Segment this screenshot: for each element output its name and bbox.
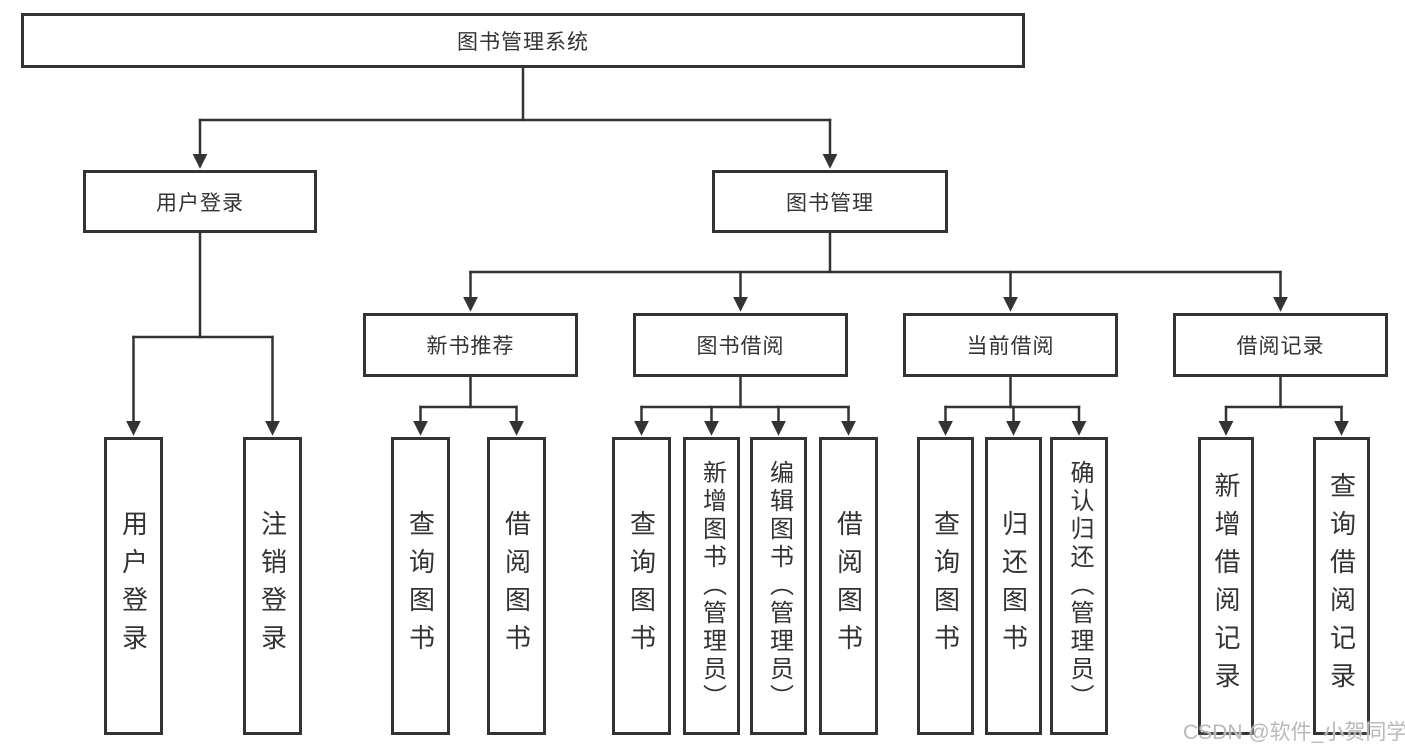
connector-current-borrowing-children: [938, 375, 1087, 436]
connector-root-to-level2: [192, 66, 838, 169]
leaf-borrowing-query-books-label: 查询图书: [626, 510, 657, 662]
leaf-current-return-books-label: 归还图书: [998, 510, 1029, 662]
leaf-records-add-borrow-record-label: 新增借阅记录: [1211, 472, 1241, 700]
leaf-newbook-query-books-label: 查询图书: [405, 510, 436, 662]
leaf-borrowing-borrow-books-label: 借阅图书: [833, 510, 864, 662]
node-book-borrowing: 图书借阅: [633, 313, 848, 377]
csdn-watermark: CSDN @软件_小贺同学: [1183, 721, 1405, 744]
connector-user-login-children: [126, 231, 280, 436]
leaf-borrowing-edit-books-admin-label: 编辑图书（管理员）: [765, 460, 793, 712]
leaf-current-confirm-return-admin-label: 确认归还（管理员）: [1066, 460, 1093, 712]
leaf-newbook-borrow-books-label: 借阅图书: [501, 510, 532, 662]
leaf-newbook-borrow-books: 借阅图书: [487, 437, 546, 735]
connector-records-children: [1218, 375, 1349, 436]
connector-borrowing-children: [634, 375, 856, 436]
leaf-records-add-borrow-record: 新增借阅记录: [1198, 437, 1254, 735]
node-new-book-recommendation: 新书推荐: [363, 313, 578, 377]
leaf-user-login-label: 用户登录: [118, 510, 149, 662]
node-borrow-records: 借阅记录: [1173, 313, 1388, 377]
leaf-borrowing-edit-books-admin: 编辑图书（管理员）: [750, 437, 807, 735]
leaf-records-query-borrow-record-label: 查询借阅记录: [1326, 472, 1357, 700]
leaf-current-return-books: 归还图书: [985, 437, 1042, 735]
leaf-borrowing-borrow-books: 借阅图书: [819, 437, 878, 735]
node-user-login: 用户登录: [83, 170, 317, 233]
connector-new-book-children: [413, 375, 524, 436]
leaf-current-query-books: 查询图书: [917, 437, 974, 735]
leaf-logout-label: 注销登录: [257, 510, 288, 662]
node-root: 图书管理系统: [21, 13, 1025, 68]
leaf-current-query-books-label: 查询图书: [930, 510, 961, 662]
leaf-logout: 注销登录: [243, 437, 302, 735]
connector-book-management-to-level3: [463, 231, 1288, 312]
node-book-management: 图书管理: [712, 170, 948, 233]
leaf-borrowing-query-books: 查询图书: [612, 437, 671, 735]
leaf-user-login: 用户登录: [104, 437, 163, 735]
leaf-current-confirm-return-admin: 确认归还（管理员）: [1050, 437, 1108, 735]
leaf-borrowing-add-books-admin-label: 新增图书（管理员）: [698, 460, 726, 712]
node-current-borrowing: 当前借阅: [903, 313, 1118, 377]
leaf-records-query-borrow-record: 查询借阅记录: [1313, 437, 1370, 735]
leaf-newbook-query-books: 查询图书: [391, 437, 450, 735]
leaf-borrowing-add-books-admin: 新增图书（管理员）: [683, 437, 740, 735]
